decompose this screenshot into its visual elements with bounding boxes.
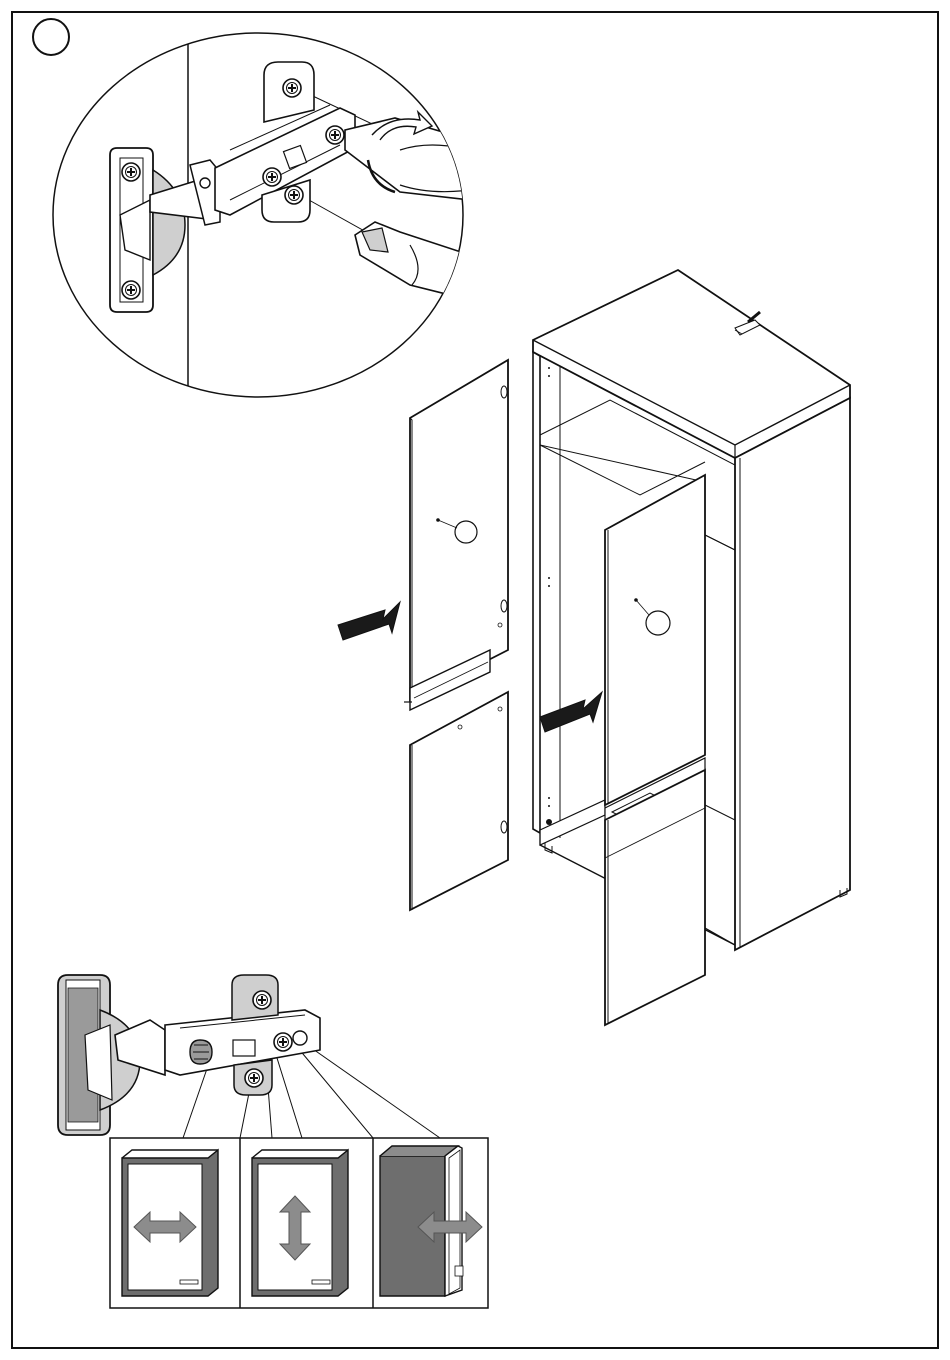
hinge-adjustment-detail — [58, 975, 488, 1308]
insert-arrow-right — [540, 692, 602, 732]
height-adjustment-panel — [252, 1150, 348, 1296]
detail-hinge-screwdriver — [53, 30, 470, 400]
insert-arrow-left — [338, 602, 400, 640]
step-number — [33, 19, 69, 55]
right-door-panel — [605, 475, 705, 1025]
side-adjustment-panel — [122, 1150, 218, 1296]
left-door-panel — [404, 360, 508, 910]
